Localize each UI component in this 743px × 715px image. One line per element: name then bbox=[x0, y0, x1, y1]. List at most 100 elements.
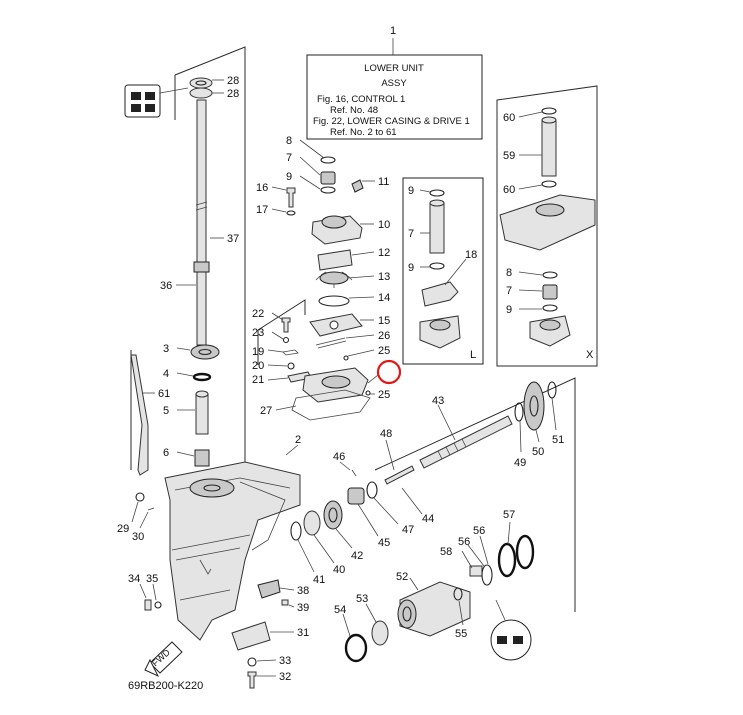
inset-x-label: X bbox=[586, 349, 594, 361]
callout-58: 58 bbox=[440, 546, 452, 558]
o-ring-57a bbox=[497, 542, 517, 578]
sleeve-5 bbox=[195, 393, 209, 435]
callout-39: 39 bbox=[297, 602, 309, 614]
callout-23: 23 bbox=[252, 327, 264, 339]
callout-35: 35 bbox=[146, 573, 158, 585]
inset-x-callout-60b: 60 bbox=[503, 184, 515, 196]
propeller-shaft-group bbox=[257, 377, 576, 663]
washer-23 bbox=[282, 336, 290, 344]
callout-22: 22 bbox=[252, 308, 264, 320]
callout-57: 57 bbox=[503, 509, 515, 521]
bolt-32 bbox=[247, 671, 257, 689]
ref-line-4: Ref. No. 2 to 61 bbox=[330, 127, 397, 138]
callout-3: 3 bbox=[163, 343, 169, 355]
washer-17 bbox=[286, 210, 296, 216]
callout-11: 11 bbox=[378, 176, 389, 188]
inset-l-callout-7: 7 bbox=[408, 228, 414, 240]
callout-54: 54 bbox=[334, 604, 346, 616]
callout-43: 43 bbox=[432, 395, 444, 407]
shift-plunger-48 bbox=[384, 465, 415, 485]
gasket-14 bbox=[318, 295, 350, 307]
washer-20 bbox=[287, 362, 295, 370]
impeller-13 bbox=[315, 271, 353, 288]
callout-15: 15 bbox=[378, 315, 390, 327]
shim-41 bbox=[290, 521, 302, 541]
clip-47 bbox=[366, 481, 378, 499]
lower-casing-2 bbox=[164, 461, 301, 641]
o-ring-57b bbox=[515, 534, 535, 570]
bearing-53 bbox=[371, 620, 389, 646]
inset-x-callout-59: 59 bbox=[503, 150, 515, 162]
callout-25b: 25 bbox=[378, 389, 390, 401]
callout-29: 29 bbox=[117, 523, 129, 535]
drive-shaft-group bbox=[124, 46, 246, 476]
callout-26: 26 bbox=[378, 330, 390, 342]
callout-30: 30 bbox=[132, 531, 144, 543]
callout-38: 38 bbox=[297, 585, 309, 597]
callout-10: 10 bbox=[378, 219, 390, 231]
dog-clutch-45 bbox=[347, 487, 365, 505]
callouts: 28 28 37 36 3 4 61 5 6 2 29 30 34 35 8 7… bbox=[117, 75, 564, 683]
callout-17: 17 bbox=[256, 204, 268, 216]
plug-29 bbox=[135, 492, 145, 502]
callout-44: 44 bbox=[422, 513, 434, 525]
callout-37: 37 bbox=[227, 233, 239, 245]
ref-line-2: Ref. No. 48 bbox=[330, 105, 378, 116]
water-pump-group bbox=[257, 156, 371, 421]
lubricant-icon bbox=[124, 84, 161, 118]
inset-l-callout-18: 18 bbox=[465, 249, 477, 261]
ref-line-3: Fig. 22, LOWER CASING & DRIVE 1 bbox=[313, 116, 470, 127]
bearing-40 bbox=[303, 510, 321, 536]
callout-28a: 28 bbox=[227, 75, 239, 87]
propeller-shaft-43 bbox=[419, 415, 513, 469]
callout-50: 50 bbox=[532, 446, 544, 458]
highlight-circle bbox=[376, 359, 402, 385]
bearing-6 bbox=[194, 449, 210, 467]
bolt-22 bbox=[281, 317, 291, 333]
ref-line-1: Fig. 16, CONTROL 1 bbox=[317, 94, 405, 105]
callout-6: 6 bbox=[163, 447, 169, 459]
propeller-shaft-housing-52 bbox=[399, 581, 471, 637]
clip-4 bbox=[192, 372, 212, 382]
front-arrow-icon bbox=[144, 641, 183, 678]
callout-8: 8 bbox=[286, 135, 292, 147]
callout-9: 9 bbox=[286, 171, 292, 183]
gasket-27 bbox=[291, 389, 371, 421]
reverse-gear-50 bbox=[523, 381, 545, 431]
callout-40: 40 bbox=[333, 564, 345, 576]
title-box: 1 LOWER UNIT ASSY Fig. 16, CONTROL 1 Ref… bbox=[306, 25, 483, 140]
callout-32: 32 bbox=[279, 671, 291, 683]
bracket-19 bbox=[282, 349, 299, 356]
inset-l-label: L bbox=[470, 349, 476, 361]
inset-x-callout-9: 9 bbox=[506, 304, 512, 316]
callout-21: 21 bbox=[252, 374, 264, 386]
callout-34: 34 bbox=[128, 573, 140, 585]
callout-33: 33 bbox=[279, 655, 291, 667]
callout-45: 45 bbox=[378, 537, 390, 549]
grease-icon bbox=[490, 619, 532, 661]
callout-19: 19 bbox=[252, 346, 264, 358]
callout-2: 2 bbox=[295, 434, 301, 446]
inset-x: X bbox=[496, 85, 598, 367]
subtitle-text: ASSY bbox=[381, 78, 407, 89]
inset-x-callout-7: 7 bbox=[506, 285, 512, 297]
callout-7: 7 bbox=[286, 152, 292, 164]
callout-13: 13 bbox=[378, 271, 390, 283]
o-ring-9 bbox=[320, 186, 336, 194]
callout-47: 47 bbox=[402, 524, 414, 536]
callout-12: 12 bbox=[378, 247, 390, 259]
inset-l: L bbox=[402, 177, 484, 365]
nut-39 bbox=[281, 599, 289, 606]
title-text: LOWER UNIT bbox=[364, 63, 424, 74]
insert-cartridge-12 bbox=[317, 249, 353, 271]
callout-51: 51 bbox=[552, 434, 564, 446]
drain-screw-34 bbox=[144, 599, 152, 611]
callout-14: 14 bbox=[378, 292, 390, 304]
inset-x-callout-60a: 60 bbox=[503, 112, 515, 124]
drive-shaft-36 bbox=[196, 99, 207, 346]
grommet-11 bbox=[351, 179, 364, 193]
callout-4: 4 bbox=[163, 368, 169, 380]
callout-52: 52 bbox=[396, 571, 408, 583]
callout-53: 53 bbox=[356, 593, 368, 605]
